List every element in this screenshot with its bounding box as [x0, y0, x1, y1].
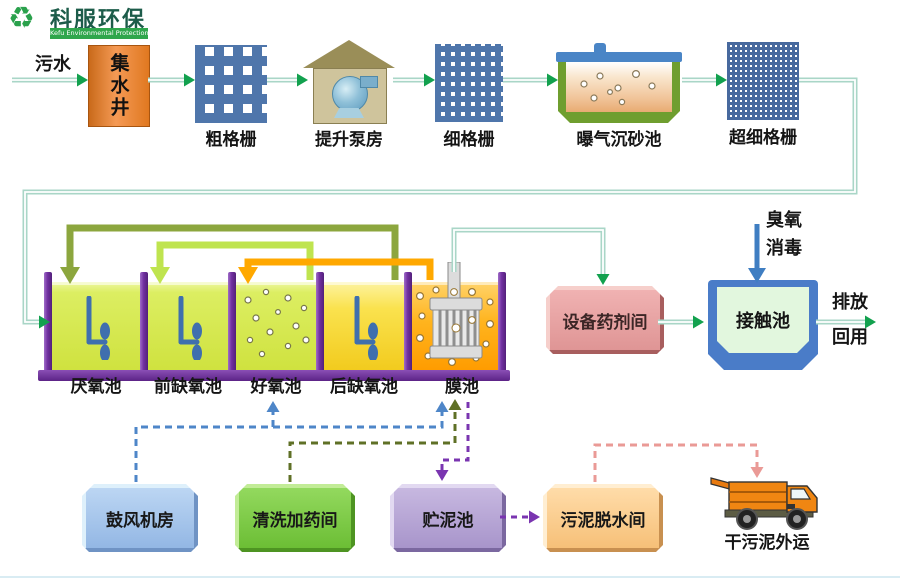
coarse-screen-label: 粗格栅 [205, 130, 257, 150]
cleaning-dosing-room: 清洗加药间 [235, 484, 355, 552]
tank-wall [498, 272, 506, 372]
tank-wall [44, 272, 52, 372]
collection-well-label: 集水井 [107, 53, 130, 119]
equipment-chemical-room: 设备药剂间 [546, 286, 664, 354]
pre-anoxic-tank [148, 282, 228, 370]
truck-icon [710, 477, 818, 530]
logo-subtitle-banner: Kefu Environmental Protection [50, 28, 148, 39]
blower-room-label: 鼓风机房 [106, 510, 174, 531]
bottom-border-line [0, 576, 900, 578]
recycle-lines [66, 224, 434, 280]
grit-bubbles [580, 70, 656, 106]
post-anoxic-tank-label: 后缺氧池 [330, 377, 398, 397]
aerated-grit-liquid [566, 62, 672, 112]
grit-chamber-top-bar [556, 52, 682, 62]
tank-divider [316, 272, 324, 372]
reuse-label: 回用 [832, 327, 868, 348]
sludge-dewatering-room: 污泥脱水间 [543, 484, 663, 552]
pump-outlet [360, 76, 378, 88]
fine-screen-label: 细格栅 [443, 130, 495, 150]
aeration-bubbles [244, 288, 310, 358]
cleaning-chemical-dashed-line [288, 402, 457, 482]
post-anoxic-tank [324, 282, 404, 370]
aerated-grit-label: 曝气沉砂池 [576, 130, 662, 150]
sludge-storage-tank-label: 贮泥池 [422, 510, 474, 531]
tank-divider [228, 272, 236, 372]
ultrafine-screen-icon [727, 42, 799, 120]
mixer-icon [86, 296, 110, 360]
cleaning-chemical-arrowhead [448, 399, 462, 410]
recycle-icon: ♻ [8, 1, 35, 36]
tank-floor [38, 370, 510, 381]
tank-divider [404, 272, 412, 372]
mixer-icon [354, 296, 378, 360]
ozone-label-line1: 臭氧 [766, 210, 802, 231]
mixer-icon [178, 296, 202, 360]
anaerobic-tank-label: 厌氧池 [70, 377, 122, 397]
blower-room: 鼓风机房 [82, 484, 198, 552]
ultrafine-screen-label: 超细格栅 [729, 128, 797, 148]
aerobic-tank [236, 282, 316, 370]
dry-sludge-transport-label: 干污泥外运 [724, 533, 810, 553]
pre-anoxic-tank-label: 前缺氧池 [154, 377, 222, 397]
air-supply-arrowheads [266, 401, 449, 412]
ozone-label-line2: 消毒 [766, 238, 802, 259]
sludge-storage-tank: 贮泥池 [390, 484, 506, 552]
sludge-dewatering-room-label: 污泥脱水间 [560, 510, 646, 531]
air-supply-dashed-line [134, 404, 444, 482]
tank-divider [140, 272, 148, 372]
fine-screen-icon [435, 44, 503, 122]
contact-tank-label: 接触池 [717, 287, 809, 353]
contact-tank: 接触池 [708, 280, 818, 370]
equipment-chemical-room-label: 设备药剂间 [562, 312, 648, 333]
anaerobic-tank [52, 282, 140, 370]
aerobic-tank-label: 好氧池 [250, 377, 302, 397]
membrane-module-icon [429, 262, 483, 359]
coarse-screen-icon [195, 45, 267, 123]
pump-house-roof [303, 40, 395, 68]
pump-house-label: 提升泵房 [315, 130, 383, 150]
discharge-label: 排放 [832, 292, 868, 313]
influent-label: 污水 [35, 54, 71, 75]
collection-well: 集水井 [88, 45, 150, 127]
cleaning-dosing-room-label: 清洗加药间 [252, 510, 338, 531]
grit-chamber-inlet-stub [594, 43, 606, 59]
membrane-tank-label: 膜池 [445, 377, 479, 397]
